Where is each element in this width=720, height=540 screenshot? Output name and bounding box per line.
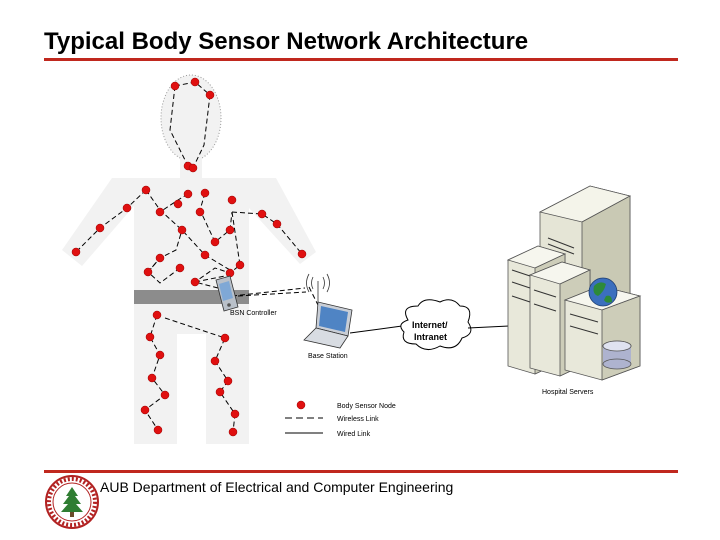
footer-rule <box>44 470 678 473</box>
base-station-label: Base Station <box>308 353 348 360</box>
human-body-silhouette <box>62 74 316 444</box>
base-to-cloud-wired-link <box>349 325 403 334</box>
wireless-link-to-base <box>308 286 319 306</box>
cloud-to-servers-wired-link <box>467 325 511 329</box>
legend-node-label: Body Sensor Node <box>337 403 396 410</box>
footer-text: AUB Department of Electrical and Compute… <box>100 479 454 495</box>
slide-title: Typical Body Sensor Network Architecture <box>44 28 529 55</box>
cloud-label-line2: Intranet <box>414 332 447 342</box>
legend-wireless-label: Wireless Link <box>337 416 379 423</box>
internet-cloud-icon: Internet/ Intranet <box>400 299 472 350</box>
aub-logo <box>45 475 99 529</box>
bsn-controller-label: BSN Controller <box>230 310 277 317</box>
body-sensor-nodes <box>71 77 307 437</box>
legend-node-marker <box>296 400 306 410</box>
title-rule <box>44 58 678 61</box>
controller-wireless-link <box>237 291 307 297</box>
legend: Body Sensor Node Wireless Link Wired Lin… <box>285 400 396 438</box>
bsn-controller-pda-icon <box>215 275 239 312</box>
cloud-label-line1: Internet/ <box>412 320 448 330</box>
hospital-servers-label: Hospital Servers <box>542 389 594 396</box>
hospital-servers-icon <box>506 185 642 381</box>
antenna-signal-icon <box>306 273 330 302</box>
base-station-laptop-icon <box>303 301 353 349</box>
legend-wired-label: Wired Link <box>337 431 371 438</box>
